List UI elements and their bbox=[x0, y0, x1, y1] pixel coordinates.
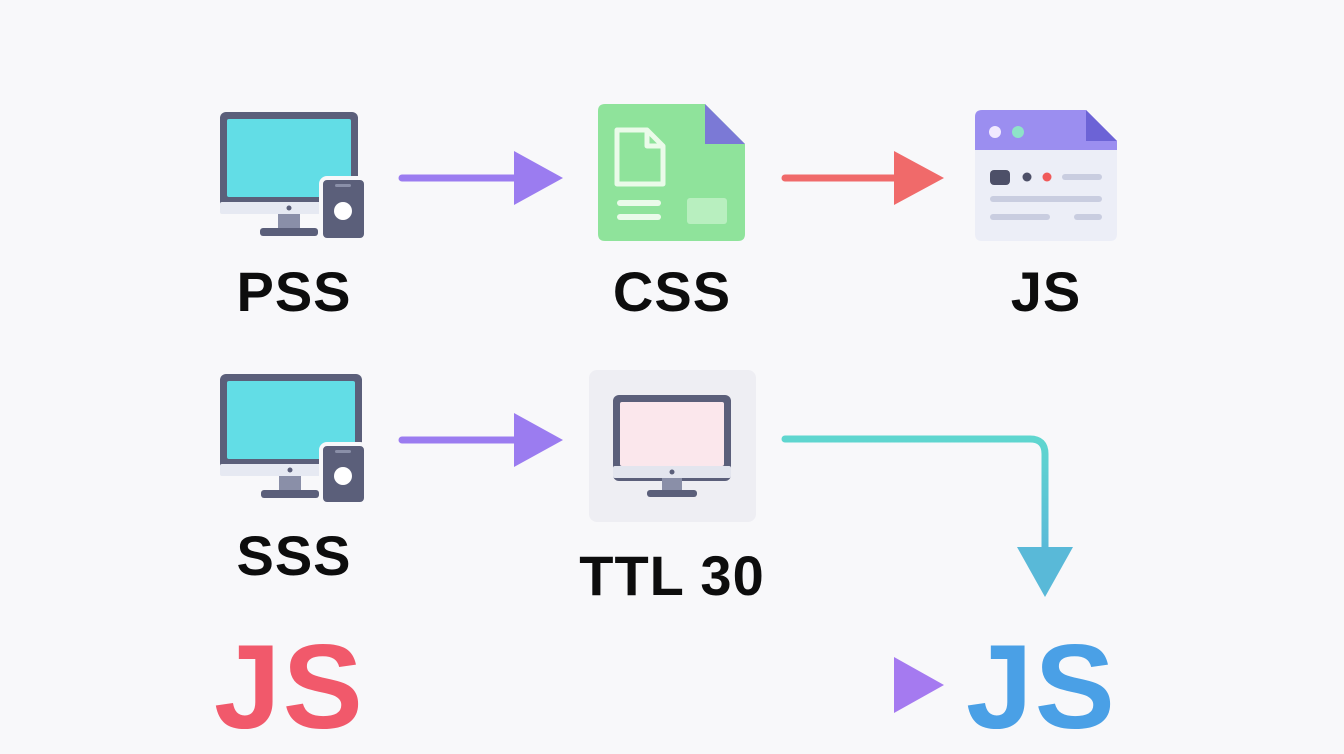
node-js-top bbox=[974, 110, 1118, 242]
browser-window-icon bbox=[975, 110, 1117, 241]
label-pss: PSS bbox=[236, 260, 352, 323]
node-css bbox=[597, 104, 747, 242]
arrow-css-to-js bbox=[781, 151, 944, 205]
label-ttl: TTL 30 bbox=[579, 544, 765, 607]
css-file-icon bbox=[598, 104, 745, 241]
label-css: CSS bbox=[612, 260, 732, 323]
node-sss bbox=[218, 372, 368, 507]
label-js-top: JS bbox=[1010, 260, 1082, 323]
arrow-js-to-js bbox=[398, 657, 944, 713]
label-sss: SSS bbox=[236, 524, 352, 587]
arrow-ttl-to-js bbox=[781, 435, 1073, 597]
node-pss bbox=[218, 110, 368, 245]
monitor-icon bbox=[589, 370, 756, 522]
arrow-sss-to-ttl bbox=[398, 413, 563, 467]
desktop-phone-icon bbox=[220, 374, 368, 506]
label-js-bottom-left: JS bbox=[214, 620, 365, 754]
arrow-pss-to-css bbox=[398, 151, 563, 205]
desktop-phone-icon bbox=[220, 112, 368, 242]
node-ttl bbox=[589, 370, 756, 522]
label-js-bottom-right: JS bbox=[966, 620, 1117, 754]
